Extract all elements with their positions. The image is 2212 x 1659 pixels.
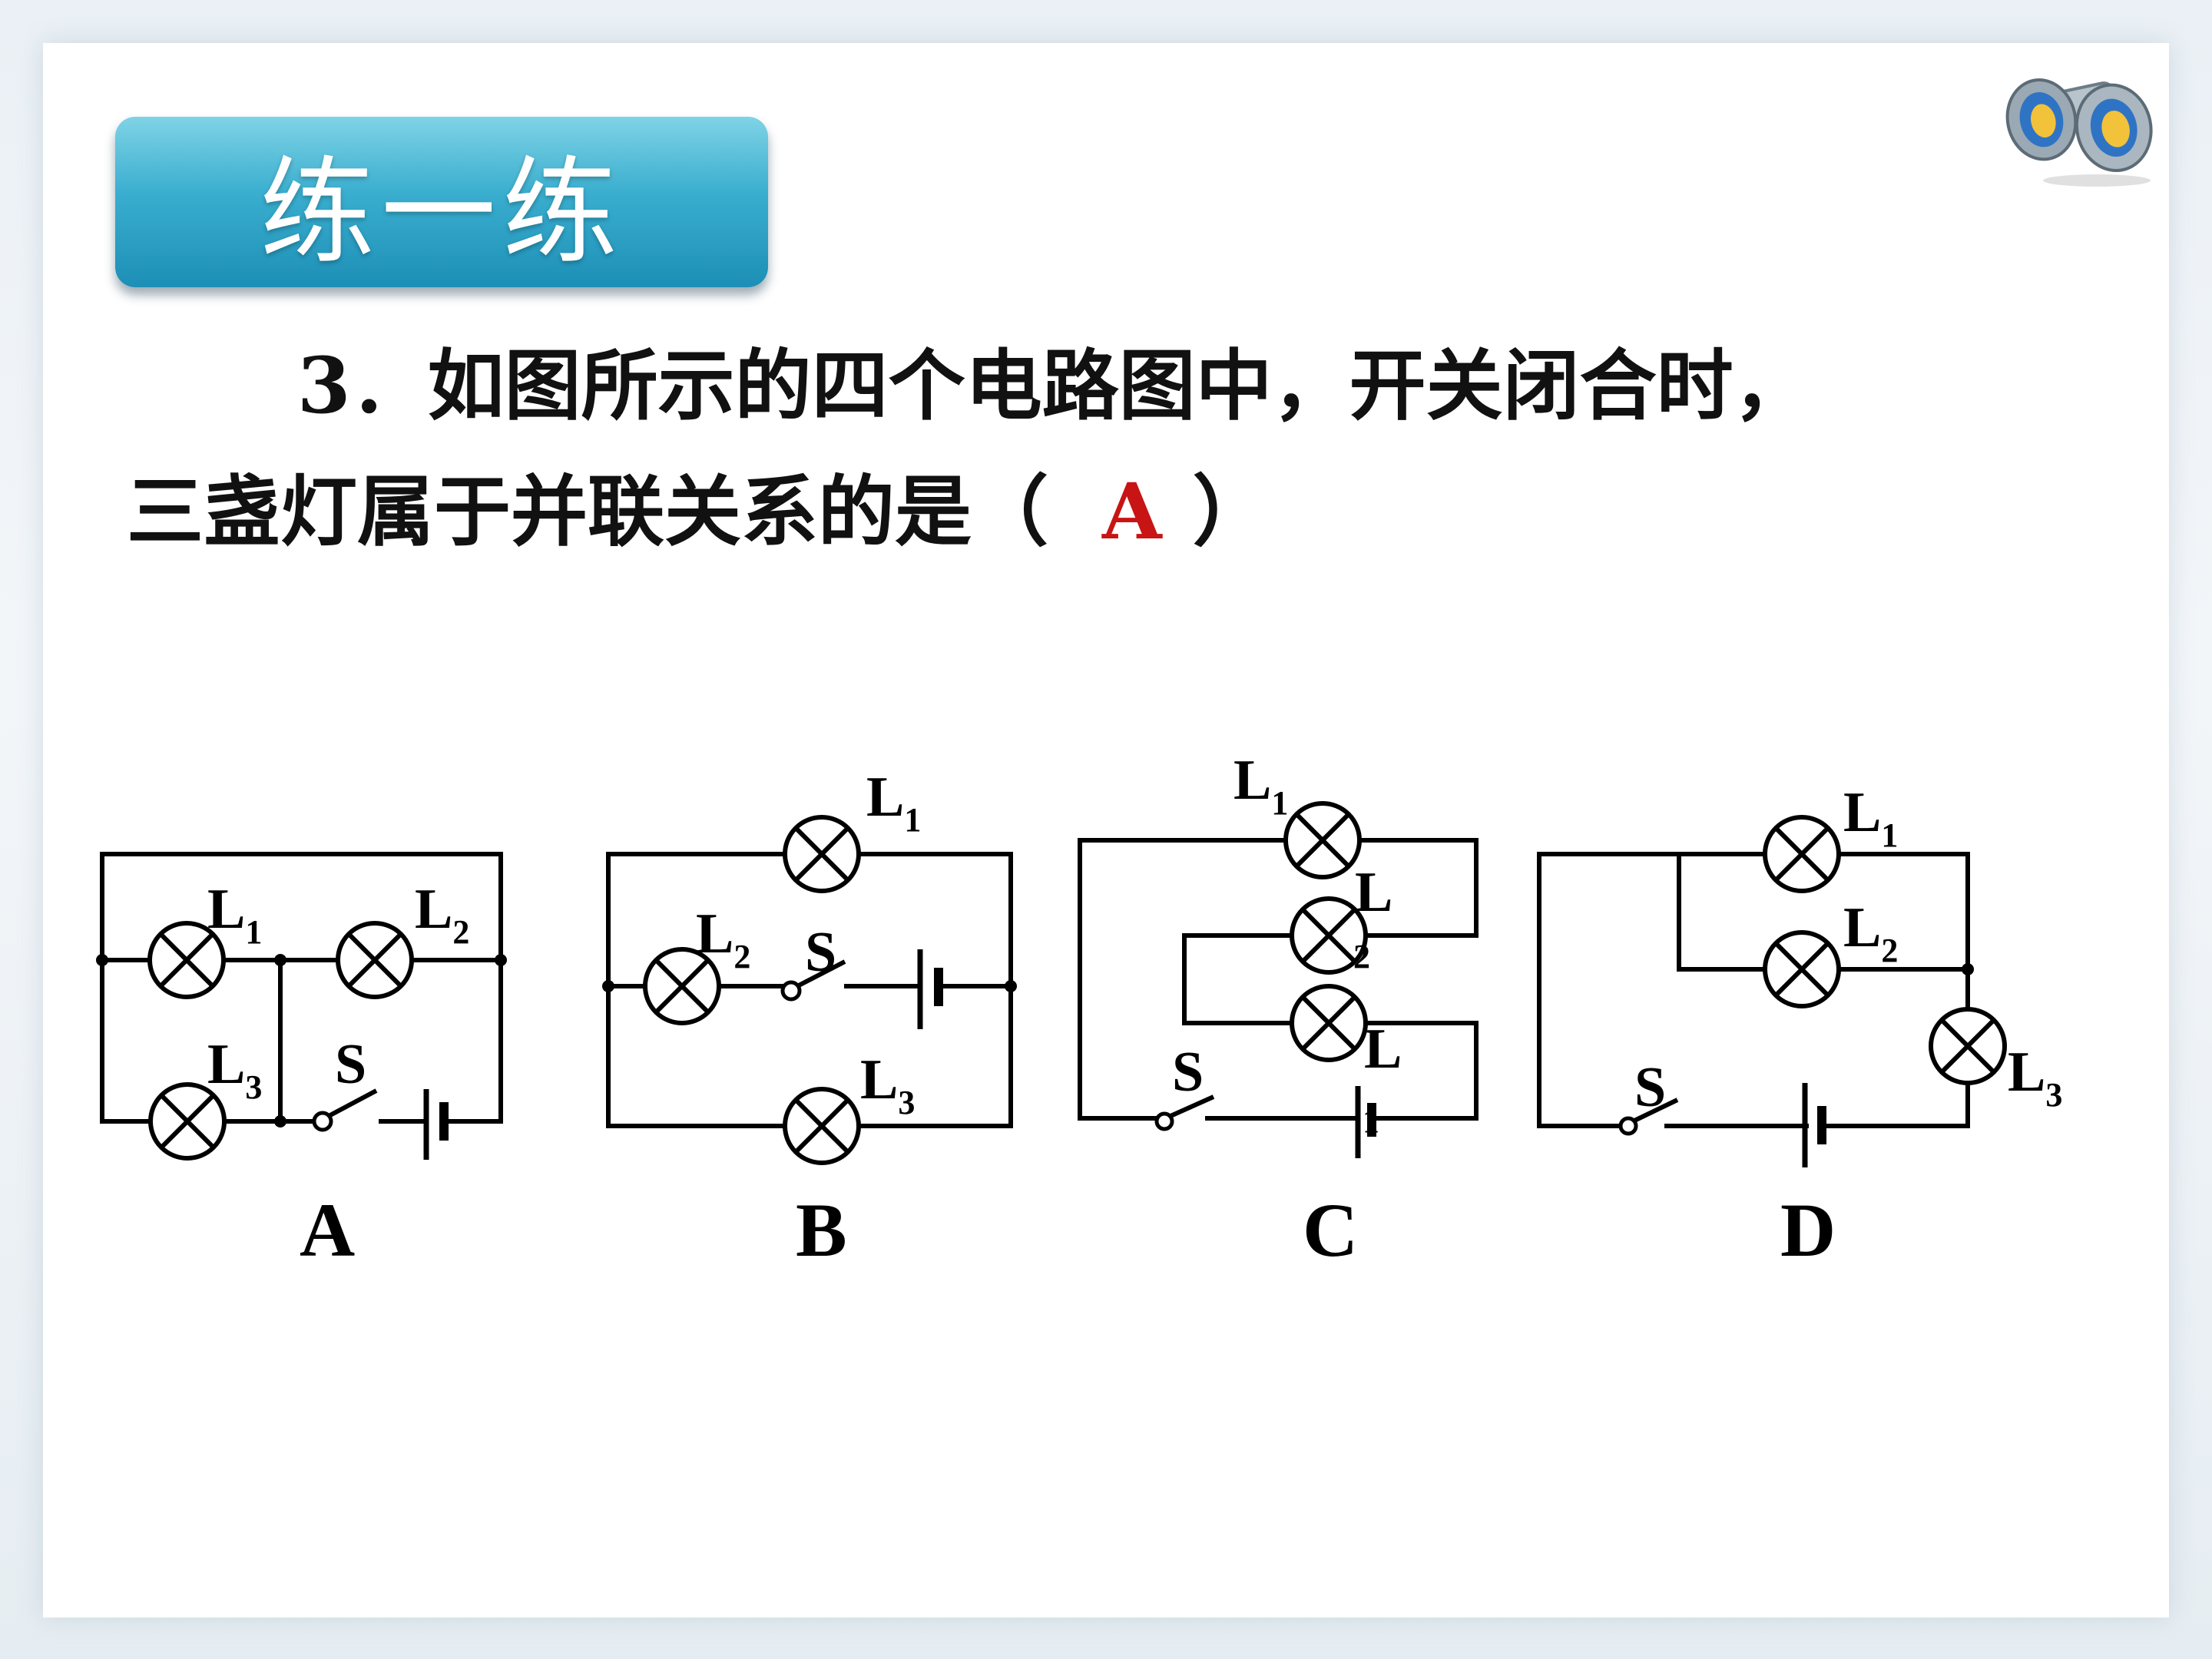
lamp-c-l1: [1286, 803, 1359, 877]
answer-text: A: [1102, 466, 1162, 557]
question-suffix: ）: [1192, 466, 1270, 557]
question-prefix: 三盏灯属于并联关系的是（: [127, 466, 1048, 557]
label-d-l3: L3: [2008, 1041, 2062, 1114]
label-b-l2: L2: [696, 902, 750, 975]
binoculars-icon: [2005, 78, 2153, 187]
lamp-a-l2: [338, 923, 412, 997]
title-banner: 练一练: [115, 117, 768, 287]
label-c-l1: L1: [1233, 749, 1288, 822]
lamp-b-l3: [785, 1089, 859, 1163]
label-b-l1: L1: [866, 766, 921, 839]
label-a-l1: L1: [207, 878, 262, 951]
label-a-l2: L2: [415, 878, 469, 951]
label-d-l2: L2: [1843, 896, 1898, 969]
label-c-switch: S: [1172, 1041, 1204, 1104]
circuit-b: L1 L2 L3 S B: [602, 766, 1017, 1273]
slide-title: 练一练: [259, 145, 624, 280]
label-b-l3: L3: [860, 1048, 915, 1121]
caption-b: B: [796, 1187, 847, 1273]
label-a-l3: L3: [207, 1033, 262, 1106]
lamp-d-l3: [1931, 1009, 2005, 1083]
caption-c: C: [1303, 1187, 1358, 1273]
label-d-switch: S: [1634, 1056, 1666, 1119]
question-line-1: 3．如图所示的四个电路图中，开关闭合时，: [297, 340, 1810, 431]
caption-a: A: [300, 1187, 355, 1273]
circuit-d: L1 L2 L3 S D: [1537, 781, 2062, 1273]
label-a-switch: S: [335, 1033, 366, 1096]
lamp-d-l1: [1765, 817, 1839, 891]
question-line-2: 三盏灯属于并联关系的是（ A ）: [127, 449, 2124, 575]
lamp-c-l3: [1292, 986, 1366, 1060]
question-text: 3．如图所示的四个电路图中，开关闭合时， 三盏灯属于并联关系的是（ A ）: [127, 323, 2124, 575]
label-b-switch: S: [805, 921, 836, 984]
lamp-b-l1: [785, 817, 859, 891]
circuit-a: L1 L2 L3 S A: [96, 852, 507, 1273]
label-d-l1: L1: [1843, 781, 1898, 854]
lamp-d-l2: [1765, 932, 1839, 1006]
caption-d: D: [1780, 1187, 1836, 1273]
